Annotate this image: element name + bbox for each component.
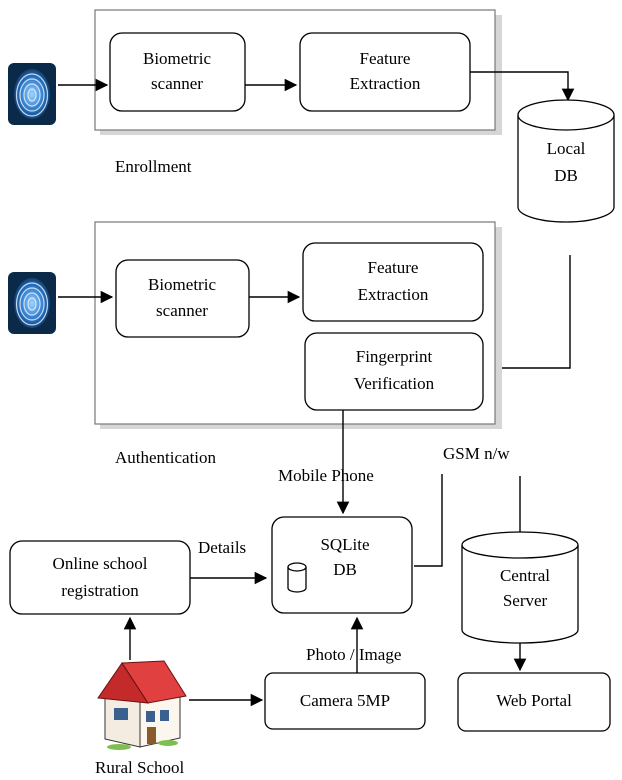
web-portal-box: Web Portal (457, 672, 611, 732)
school-house-icon (97, 660, 187, 750)
enroll-fingerprint-icon (8, 63, 56, 125)
central-server-line1: Central (500, 566, 550, 585)
online-registration-line2: registration (61, 581, 139, 600)
web-portal-text: Web Portal (496, 691, 572, 710)
online-registration-line1: Online school (53, 554, 148, 573)
auth-extraction-box: Feature Extraction (302, 242, 484, 322)
camera-box: Camera 5MP (264, 672, 426, 730)
sqlite-to-gsm-line (414, 474, 443, 567)
verification-line1: Fingerprint (356, 347, 433, 366)
verification-line2: Verification (354, 374, 435, 393)
enroll-extraction-line2: Extraction (350, 74, 421, 93)
photo-image-label: Photo / Image (306, 645, 401, 664)
enroll-scanner-line2: scanner (151, 74, 203, 93)
sqlite-db-box: SQLite DB (271, 516, 413, 614)
central-server-cylinder: Central Server (461, 531, 579, 644)
enroll-scanner-box: Biometric scanner (109, 32, 246, 112)
auth-extraction-line2: Extraction (358, 285, 429, 304)
enroll-extraction-box: Feature Extraction (299, 32, 471, 112)
authentication-label: Authentication (115, 448, 217, 467)
local-db-cylinder: Local DB (517, 99, 615, 223)
details-label: Details (198, 538, 246, 557)
mobile-phone-label: Mobile Phone (278, 466, 374, 485)
local-db-line2: DB (554, 166, 578, 185)
database-icon (287, 562, 307, 593)
local-db-to-verification-arrow (485, 255, 571, 375)
enroll-scanner-line1: Biometric (143, 49, 211, 68)
auth-scanner-line1: Biometric (148, 275, 216, 294)
to-local-db-arrow (470, 71, 575, 102)
enrollment-label: Enrollment (115, 157, 192, 176)
sqlite-line1: SQLite (320, 535, 369, 554)
gsm-label: GSM n/w (443, 444, 510, 463)
rural-school-label: Rural School (95, 758, 185, 777)
sqlite-line2: DB (333, 560, 357, 579)
fingerprint-verification-box: Fingerprint Verification (304, 332, 484, 411)
auth-fingerprint-icon (8, 272, 56, 334)
auth-scanner-line2: scanner (156, 301, 208, 320)
camera-text: Camera 5MP (300, 691, 390, 710)
online-registration-box: Online school registration (9, 540, 191, 615)
local-db-line1: Local (547, 139, 586, 158)
auth-scanner-box: Biometric scanner (115, 259, 250, 338)
auth-extraction-line1: Feature (368, 258, 419, 277)
central-server-line2: Server (503, 591, 548, 610)
enroll-extraction-line1: Feature (360, 49, 411, 68)
